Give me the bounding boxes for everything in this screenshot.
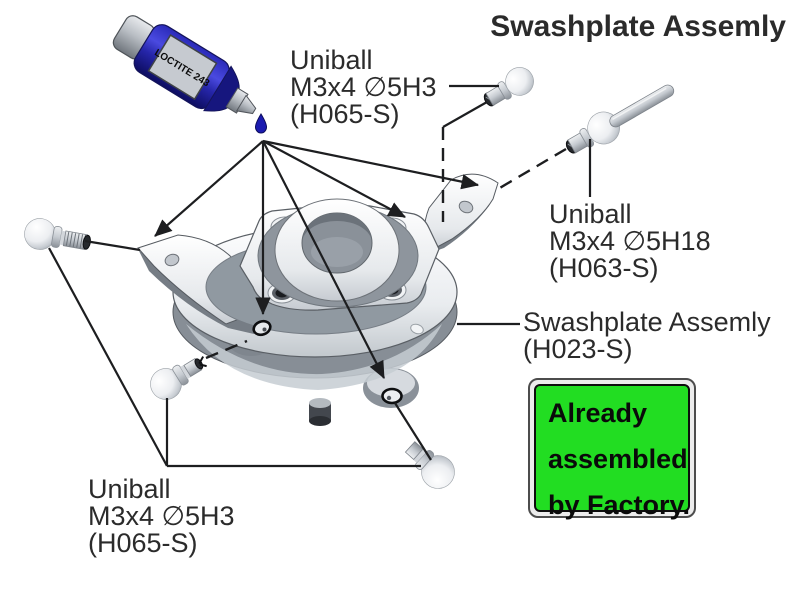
link-bottomcenter-ball	[394, 402, 432, 461]
left-arm-hole	[164, 253, 180, 267]
factory-note-line3: by Factory.	[548, 490, 691, 520]
label-uniball-right: Uniball M3x4 ∅5H18 (H063-S)	[549, 201, 711, 282]
label-swashplate: Swashplate Assemly (H023-S)	[523, 309, 771, 363]
stub-bottom	[309, 416, 331, 426]
right-arm-hole	[458, 200, 474, 214]
bottle-label	[147, 34, 218, 101]
ring-small-hole	[410, 323, 424, 335]
anti-rotation-stub	[309, 403, 331, 421]
loctite-point-left	[252, 319, 272, 337]
dashed-insert-right	[497, 147, 567, 191]
leader-left-ball	[48, 247, 168, 467]
factory-note-line1: Already	[548, 398, 648, 428]
loctite-bottle: LOCTITE 243	[112, 15, 257, 115]
stub-top	[309, 398, 331, 408]
center-hole-shadow	[302, 213, 372, 243]
label-swashplate-name: Swashplate Assemly	[523, 307, 771, 337]
glue-arrow-right-hole	[262, 140, 385, 379]
label-uniball-right-spec: M3x4 ∅5H18	[549, 226, 711, 256]
page-title: Swashplate Assemly	[490, 10, 786, 43]
label-uniball-top: Uniball M3x4 ∅5H3 (H065-S)	[290, 47, 437, 128]
link-uniball-left	[84, 239, 141, 252]
label-uniball-bottom: Uniball M3x4 ∅5H3 (H065-S)	[88, 476, 235, 557]
factory-note-box: Already assembled by Factory.	[528, 378, 696, 520]
glue-arrow-right-arm	[262, 139, 480, 190]
uniball-bottom-left	[150, 356, 207, 400]
uniball-bottom-center	[404, 441, 455, 489]
annotation-lines	[48, 84, 592, 468]
factory-note-line2: assembled	[548, 444, 688, 474]
dashed-insert-bottomleft	[205, 339, 248, 360]
label-uniball-bottom-part: (H065-S)	[88, 528, 198, 558]
loctite-point-right	[381, 387, 403, 405]
uniball-left	[24, 218, 91, 251]
label-uniball-top-spec: M3x4 ∅5H3	[290, 72, 437, 102]
glue-drop	[254, 113, 268, 134]
bottle-nozzle	[235, 94, 257, 115]
glue-arrows	[154, 139, 480, 379]
label-uniball-top-part: (H065-S)	[290, 99, 400, 129]
factory-note-inner: Already assembled by Factory.	[534, 384, 690, 520]
label-swashplate-part: (H023-S)	[523, 334, 633, 364]
glue-arrow-left-arm	[154, 140, 264, 237]
uniball-long-right	[565, 84, 675, 154]
label-uniball-right-part: (H063-S)	[549, 253, 659, 283]
uniball-top	[483, 67, 534, 107]
label-uniball-bottom-name: Uniball	[88, 474, 171, 504]
glue-arrow-bolt-hole	[262, 140, 406, 218]
label-uniball-right-name: Uniball	[549, 199, 632, 229]
label-uniball-top-name: Uniball	[290, 45, 373, 75]
link-uniball-top	[442, 101, 488, 128]
label-uniball-bottom-spec: M3x4 ∅5H3	[88, 501, 235, 531]
